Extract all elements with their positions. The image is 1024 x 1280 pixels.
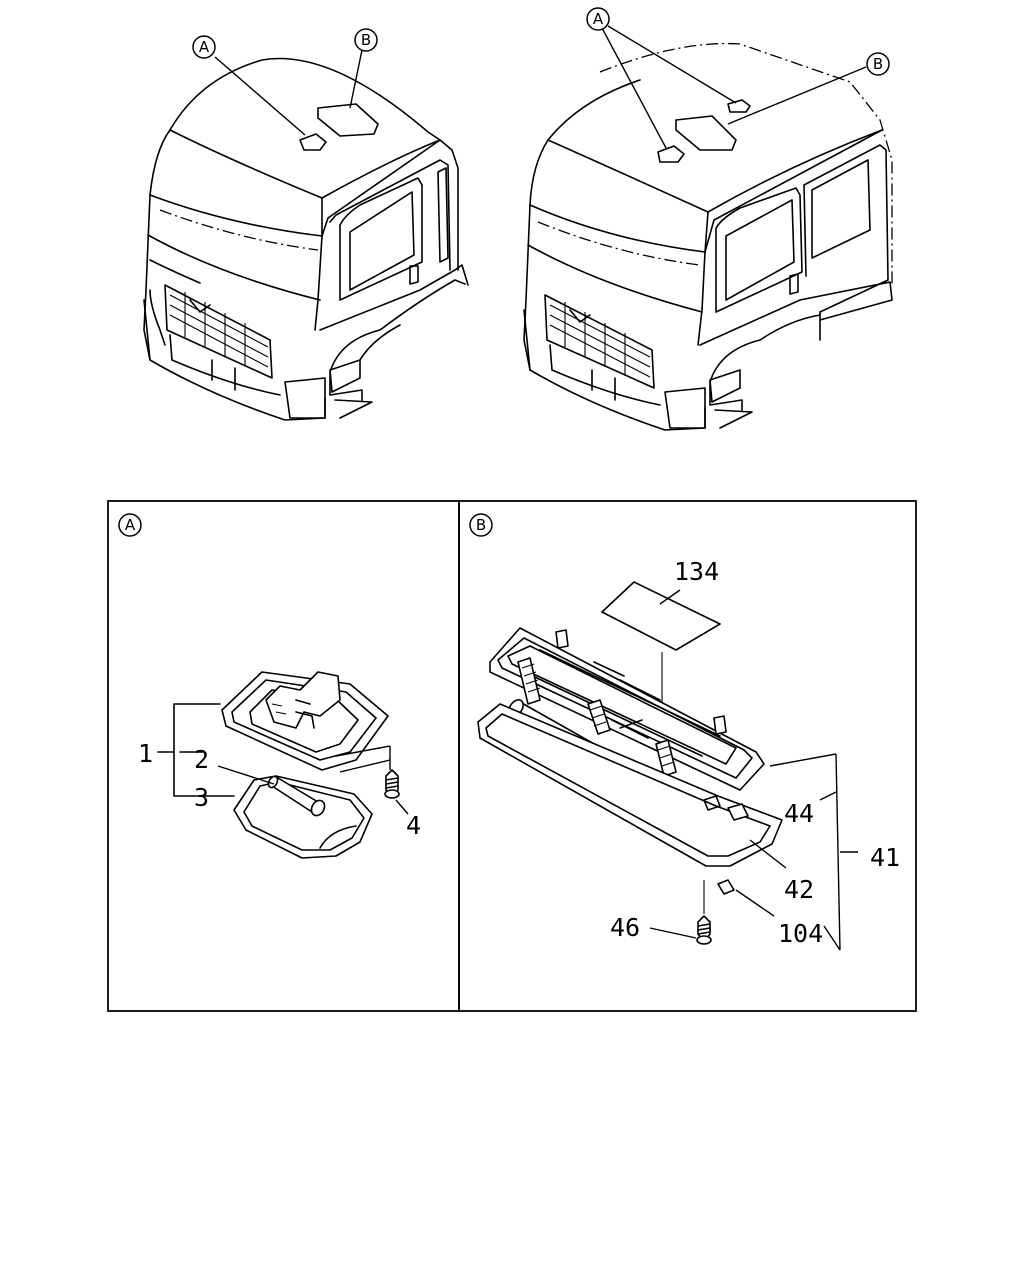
svg-text:A: A — [199, 38, 210, 56]
callout-a-left: A — [192, 35, 216, 59]
part-number-44: 44 — [784, 799, 814, 828]
part-number-3: 3 — [194, 783, 209, 812]
svg-text:B: B — [361, 31, 371, 49]
map-lamp-assembly — [477, 581, 858, 951]
part-number-134: 134 — [674, 557, 719, 586]
right-cab-dome-lamp-a-rear — [727, 99, 751, 113]
dome-lamp-assembly — [157, 671, 409, 859]
detail-frame-a — [107, 500, 460, 1012]
svg-text:A: A — [593, 10, 604, 28]
detail-a-label: A — [118, 513, 142, 537]
left-cab-map-lamp-b — [317, 103, 379, 137]
svg-text:A: A — [125, 516, 136, 534]
left-cab-dome-lamp-a — [299, 133, 327, 151]
map-lamp-clips — [517, 657, 677, 777]
map-lamp-lens — [477, 703, 783, 867]
svg-text:B: B — [873, 55, 883, 73]
detail-frame-b — [458, 500, 917, 1012]
part-number-2: 2 — [194, 745, 209, 774]
part-number-46: 46 — [610, 913, 640, 942]
part-number-4: 4 — [406, 811, 421, 840]
part-number-42: 42 — [784, 875, 814, 904]
svg-text:B: B — [476, 516, 486, 534]
standard-cab-illustration — [143, 49, 469, 421]
detail-b-label: B — [469, 513, 493, 537]
crew-cab-illustration — [523, 25, 893, 431]
map-lamp-label-sheet — [601, 581, 721, 651]
part-number-104: 104 — [778, 919, 823, 948]
part-number-1: 1 — [138, 739, 153, 768]
map-lamp-small-part — [717, 879, 735, 895]
right-cab-dome-lamp-a-front — [657, 145, 685, 163]
callout-b-left: B — [354, 28, 378, 52]
right-cab-map-lamp-b — [675, 115, 737, 151]
callout-a-right: A — [586, 7, 610, 31]
callout-b-right: B — [866, 52, 890, 76]
part-number-41: 41 — [870, 843, 900, 872]
